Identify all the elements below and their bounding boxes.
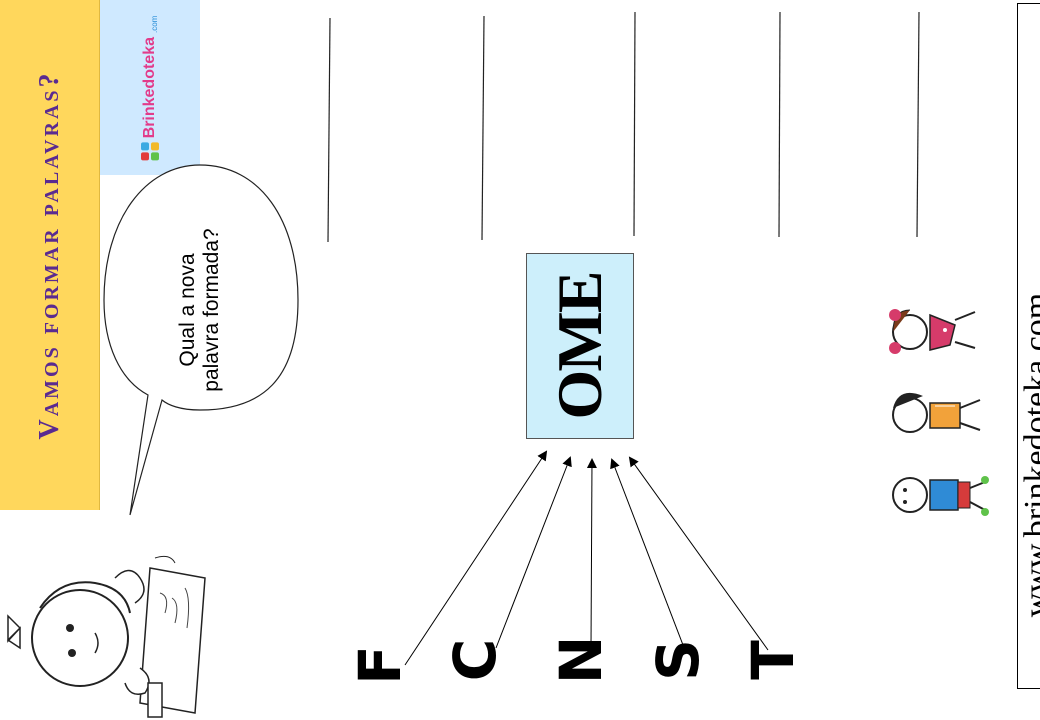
answer-line-3 (633, 11, 636, 237)
arrow-c (495, 456, 572, 649)
bubble-line-2: palavra formada? (200, 228, 223, 392)
answer-line-1 (327, 17, 331, 243)
letter-s: S (644, 639, 712, 681)
arrow-t (628, 456, 769, 651)
letter-c: C (441, 638, 509, 682)
arrow-f (404, 450, 548, 666)
bubble-line-1: Qual a nova (176, 253, 199, 367)
girl-writing-icon (0, 518, 228, 720)
title-banner: Vamos formar palavras? (0, 0, 100, 510)
letter-f: F (346, 645, 414, 685)
answer-line-4 (778, 11, 781, 238)
website-text: www.brinkedoteka.com (1018, 293, 1040, 618)
word-box: OME (526, 253, 634, 439)
arrow-n (586, 458, 597, 649)
speech-bubble (103, 164, 299, 516)
letter-t: T (739, 640, 807, 680)
three-kids-icon (889, 309, 989, 516)
letter-n: N (547, 635, 615, 685)
arrow-s (610, 458, 684, 646)
answer-line-2 (481, 15, 485, 241)
answer-line-5 (916, 11, 920, 238)
bubble-text: Qual a nova palavra formada? (176, 228, 224, 391)
logo-block: Brinkedoteka .com (100, 0, 200, 175)
center-word: OME (544, 272, 615, 420)
website-box: www.brinkedoteka.com (1017, 3, 1040, 689)
